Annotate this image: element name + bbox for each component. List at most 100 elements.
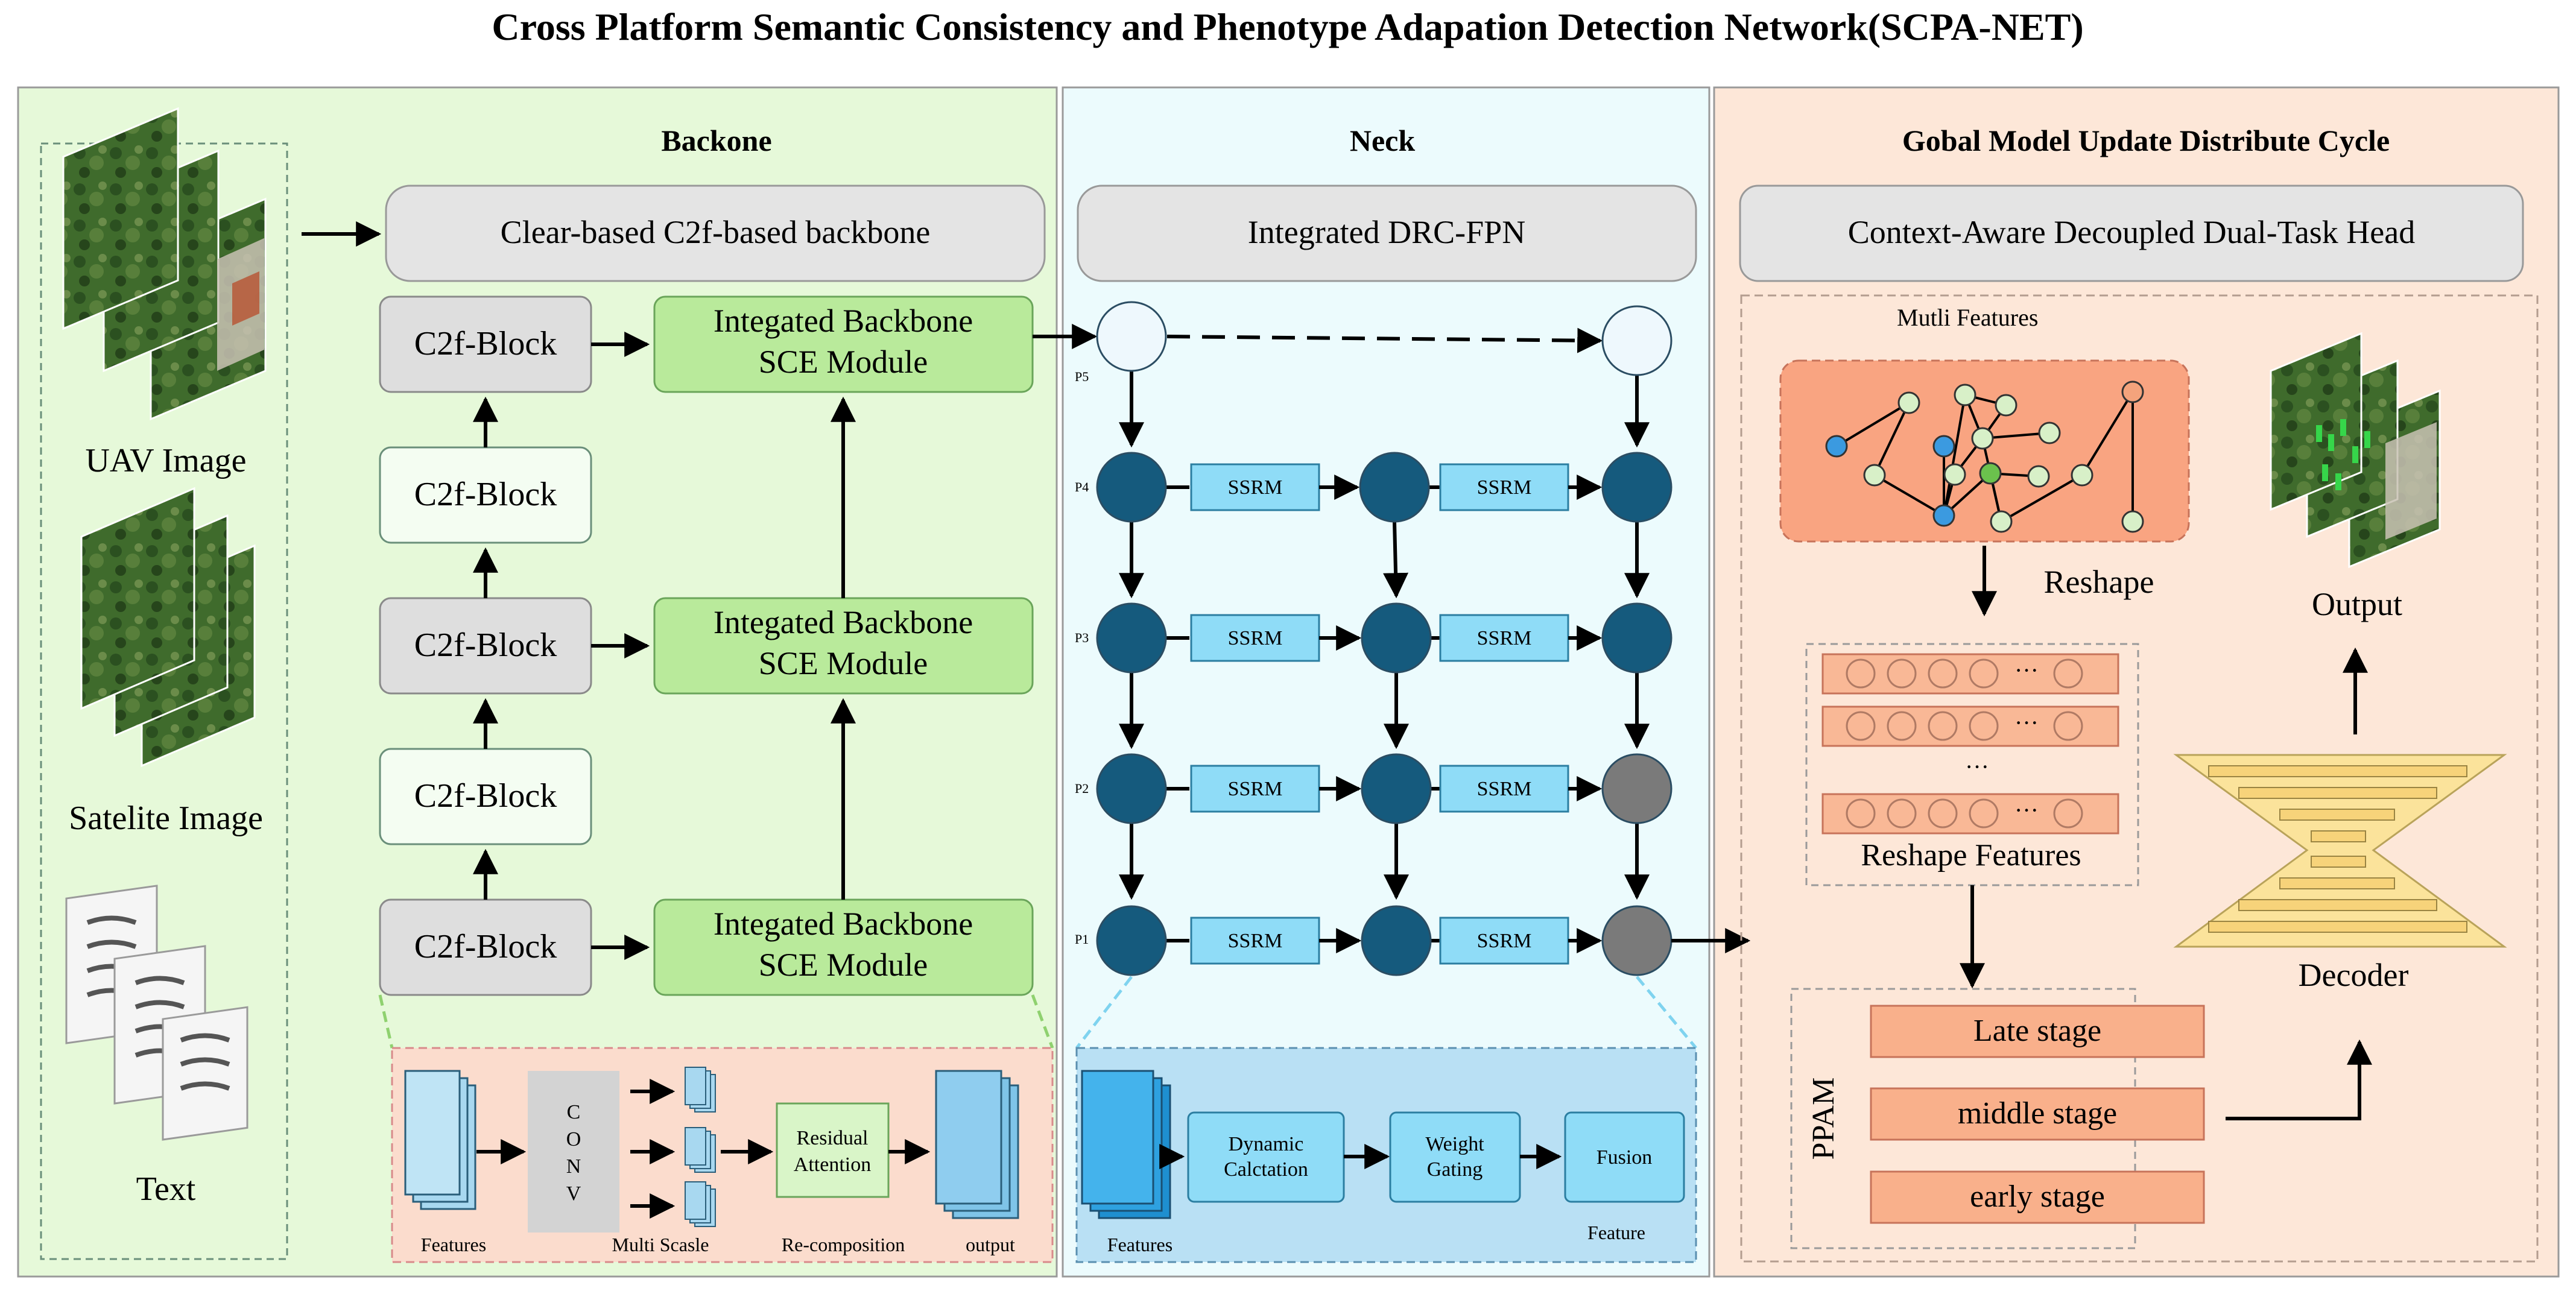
node-p3-out xyxy=(1601,602,1673,674)
sce-module-label-2: SCE Module xyxy=(759,947,928,983)
neck-header xyxy=(1077,185,1697,282)
backbone-section-label: Backone xyxy=(661,124,771,157)
weight-gating-block xyxy=(1389,1111,1521,1203)
node-p2-in xyxy=(1096,753,1167,824)
node-p4-out xyxy=(1601,452,1673,523)
satellite-image-label: Satelite Image xyxy=(69,800,263,837)
output-stack-icon xyxy=(935,1070,1019,1219)
conv-letter: C xyxy=(567,1101,581,1123)
node-p1-in xyxy=(1096,905,1167,976)
sce-module-bottom: Integated Backbone SCE Module xyxy=(653,898,1034,996)
backbone-detail-connector-left xyxy=(378,994,394,1049)
neck-detail-connector-left xyxy=(1075,976,1133,1049)
node-p1-out xyxy=(1601,905,1673,976)
weight-label-1: Weight xyxy=(1425,1133,1484,1155)
ssrm-row-p4: SSRM SSRM xyxy=(1166,463,1603,511)
ssrm-row-p1: SSRM SSRM xyxy=(1166,917,1603,965)
ssrm-label: SSRM xyxy=(1477,476,1532,499)
output-label: Output xyxy=(2312,586,2402,622)
c2f-block-label: C2f-Block xyxy=(414,627,557,664)
reshape-row-ellipsis: ··· xyxy=(2014,657,2039,684)
level-label-p5: P5 xyxy=(1075,369,1089,384)
multi-scale-feature-icons xyxy=(685,1067,716,1227)
neck-header-label: Integrated DRC-FPN xyxy=(1248,214,1525,250)
graph-nodes xyxy=(1825,380,2144,533)
multi-scale-label: Multi Scasle xyxy=(612,1234,709,1255)
reshape-row-ellipsis: ··· xyxy=(2014,797,2039,824)
stage-late-label: Late stage xyxy=(1973,1014,2101,1048)
c2f-block-label: C2f-Block xyxy=(414,325,557,362)
backbone-header-label: Clear-based C2f-based backbone xyxy=(501,214,931,250)
weight-label-2: Gating xyxy=(1427,1158,1483,1181)
conv-letter: O xyxy=(566,1128,581,1151)
backbone-detail-features-label: Features xyxy=(421,1234,486,1255)
ssrm-label: SSRM xyxy=(1228,476,1283,499)
text-document-icon xyxy=(65,885,248,1141)
reshape-row-2: ··· xyxy=(1821,705,2119,747)
conv-letter: V xyxy=(566,1182,581,1205)
sce-module-top: Integated Backbone SCE Module xyxy=(653,295,1034,393)
backbone-detail-output-label: output xyxy=(966,1234,1015,1255)
multi-scale-arrows xyxy=(630,1079,676,1219)
stage-early-label: early stage xyxy=(1970,1179,2105,1214)
reshape-features-label: Reshape Features xyxy=(1861,838,2081,873)
neck-detail-connector-right xyxy=(1636,976,1697,1049)
ppam-to-decoder-arrow xyxy=(2226,1039,2372,1120)
feature-stack-icon xyxy=(404,1070,476,1210)
c2f-block-label: C2f-Block xyxy=(414,476,557,513)
stage-middle xyxy=(1870,1087,2205,1141)
sce-module-label-2: SCE Module xyxy=(759,645,928,681)
head-section-label: Gobal Model Update Distribute Cycle xyxy=(1902,124,2390,157)
diagram-title: Cross Platform Semantic Consistency and … xyxy=(492,5,2083,48)
c2f-block-1: C2f-Block xyxy=(379,898,592,996)
level-label-p1: P1 xyxy=(1075,932,1089,947)
node-p3-mid xyxy=(1361,602,1432,674)
neck-nodes xyxy=(1096,301,1673,976)
level-label-p2: P2 xyxy=(1075,781,1089,796)
backbone-header xyxy=(385,185,1046,282)
c2f-block-label: C2f-Block xyxy=(414,928,557,965)
residual-attention-label-2: Attention xyxy=(794,1154,871,1176)
uav-image xyxy=(62,107,267,421)
reshape-row-3: ··· xyxy=(1821,793,2119,835)
residual-attention-block xyxy=(776,1102,890,1198)
stage-middle-label: middle stage xyxy=(1958,1096,2117,1131)
head-header-label: Context-Aware Decoupled Dual-Task Head xyxy=(1848,214,2415,250)
ssrm-label: SSRM xyxy=(1228,930,1283,952)
ppam-label: PPAM xyxy=(1806,1078,1841,1160)
ssrm-label: SSRM xyxy=(1228,627,1283,649)
ssrm-label: SSRM xyxy=(1477,930,1532,952)
dynamic-label-2: Calctation xyxy=(1224,1158,1308,1181)
neck-detail-features-label: Features xyxy=(1107,1234,1172,1255)
conv-block xyxy=(528,1071,619,1233)
head-inner-panel xyxy=(1740,294,2539,1263)
dynamic-label-1: Dynamic xyxy=(1229,1133,1304,1155)
sce-module-middle: Integated Backbone SCE Module xyxy=(653,597,1034,695)
c2f-block-5: C2f-Block xyxy=(379,295,592,393)
output-image xyxy=(2270,332,2441,569)
reshape-label: Reshape xyxy=(2044,564,2154,600)
neck-section-label: Neck xyxy=(1350,124,1415,157)
c2f-block-label: C2f-Block xyxy=(414,777,557,815)
node-p2-out xyxy=(1601,753,1673,824)
level-label-p3: P3 xyxy=(1075,630,1089,645)
reshape-row-ellipsis: ··· xyxy=(2014,709,2039,736)
ssrm-label: SSRM xyxy=(1477,778,1532,800)
c2f-block-2: C2f-Block xyxy=(379,748,592,845)
head-header xyxy=(1739,185,2524,282)
reshape-row-1: ··· xyxy=(1821,653,2119,695)
fusion-label: Fusion xyxy=(1597,1146,1653,1169)
stage-early xyxy=(1870,1170,2205,1224)
c2f-block-4: C2f-Block xyxy=(379,446,592,544)
ssrm-row-p3: SSRM SSRM xyxy=(1166,614,1603,662)
dynamic-calculation-block xyxy=(1187,1111,1345,1203)
decoder-label: Decoder xyxy=(2299,957,2409,993)
neck-vertical-arrows xyxy=(1119,371,1650,900)
node-p5-in xyxy=(1096,301,1167,372)
sce-module-label-2: SCE Module xyxy=(759,344,928,380)
text-input-label: Text xyxy=(136,1170,196,1208)
node-p4-in xyxy=(1096,452,1167,523)
ssrm-label: SSRM xyxy=(1228,778,1283,800)
node-p2-mid xyxy=(1361,753,1432,824)
